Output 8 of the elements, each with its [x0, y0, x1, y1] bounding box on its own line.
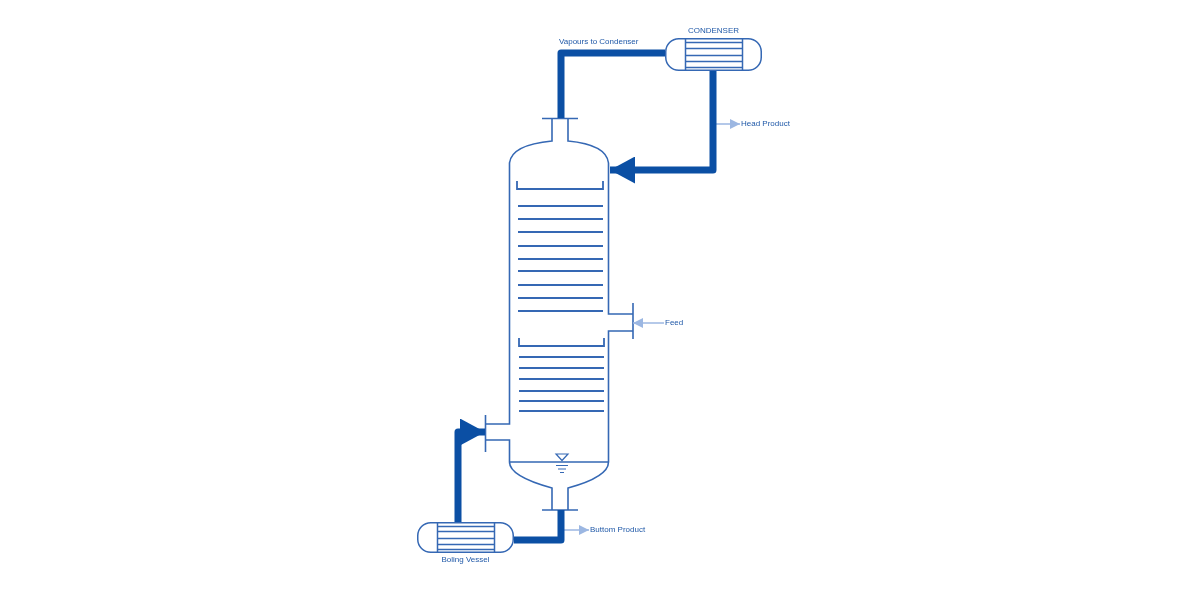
stream-label: Buttom Product [590, 525, 646, 535]
line-arrow [632, 318, 665, 328]
distillation-column [484, 117, 634, 512]
vessel-label: CONDENSER [687, 26, 740, 36]
stream-label: Feed [665, 318, 684, 328]
edge-label: Vapours to Condenser [559, 37, 639, 47]
vessel-label: Boling Vessel [441, 555, 490, 565]
stream-label: Head Product [741, 119, 790, 129]
